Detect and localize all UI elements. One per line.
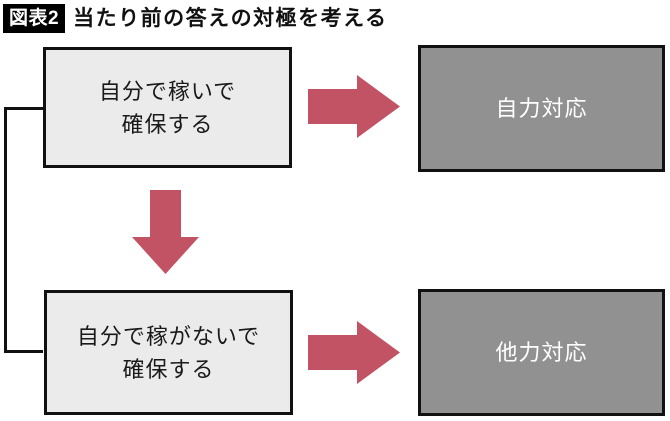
right-arrow-icon: [308, 321, 400, 384]
node-earn-self: 自分で稼いで 確保する: [43, 47, 292, 168]
right-arrow-shape: [308, 75, 400, 138]
right-arrow-icon: [308, 75, 400, 138]
down-arrow-icon: [132, 190, 199, 274]
figure-header: 図表2 当たり前の答えの対極を考える: [3, 4, 387, 33]
node-other-response: 他力対応: [418, 289, 665, 416]
node-not-earn-self: 自分で稼がないで 確保する: [44, 290, 293, 415]
right-arrow-shape: [308, 321, 400, 384]
node-not-earn-self-line2: 確保する: [122, 356, 215, 382]
bracket-connector-line: [4, 107, 43, 353]
node-self-response-label: 自力対応: [495, 96, 588, 121]
figure-tag-badge: 図表2: [3, 4, 66, 33]
node-other-response-label: 他力対応: [495, 340, 588, 365]
node-earn-self-line2: 確保する: [121, 111, 214, 137]
figure-title: 当たり前の答えの対極を考える: [73, 7, 388, 30]
down-arrow-shape: [132, 190, 199, 274]
node-self-response: 自力対応: [418, 45, 665, 172]
node-earn-self-line1: 自分で稼いで: [98, 78, 237, 104]
node-not-earn-self-line1: 自分で稼がないで: [76, 323, 261, 349]
